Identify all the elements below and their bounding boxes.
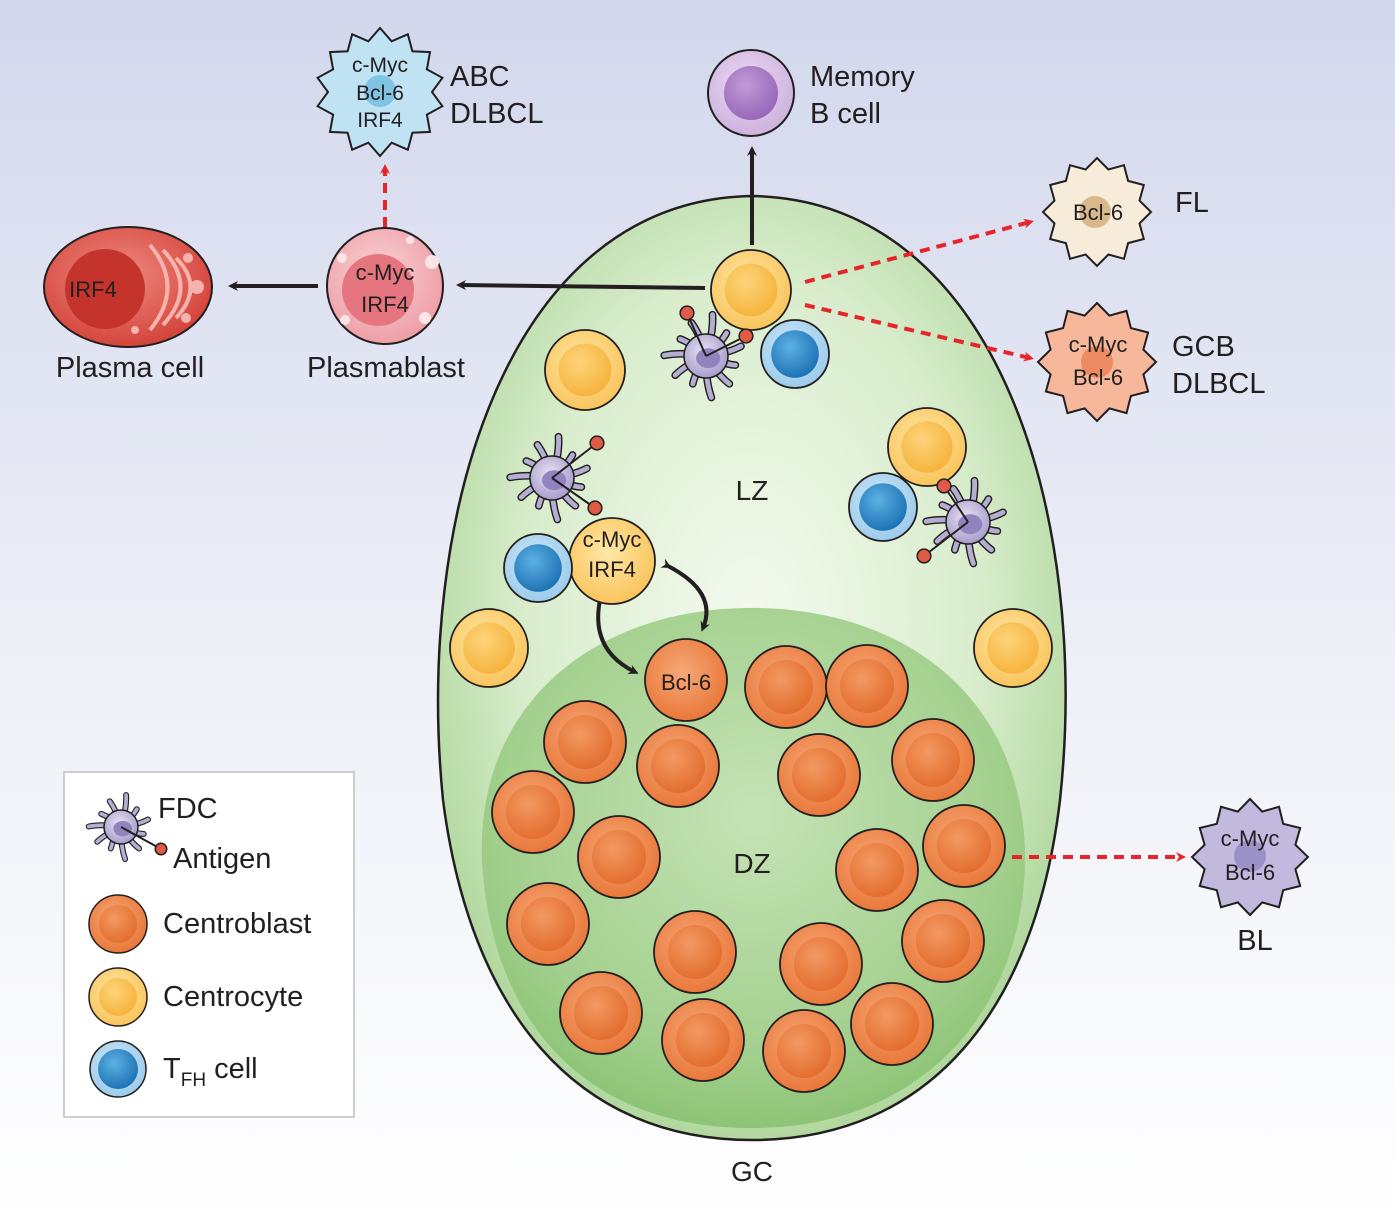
legend-tfh-label: TFH cell: [163, 1053, 258, 1091]
abc-cell-text-3: IRF4: [357, 109, 403, 132]
arrows-dashed: [380, 164, 1186, 862]
centroblast-12: [506, 882, 590, 966]
centroblast-15: [901, 899, 985, 983]
centroblast-2: [744, 645, 828, 729]
centroblast-3: [825, 644, 909, 728]
legend-fdc-shape: [85, 792, 168, 862]
fl-cell-text: Bcl-6: [1073, 200, 1123, 225]
fdc-right: [916, 476, 1007, 568]
legend: FDC Antigen Centroblast Centrocyte TFH c…: [63, 771, 355, 1118]
fdc-left: [506, 432, 605, 524]
arrow-to-plasmablast: [456, 280, 706, 291]
legend-centrocyte-label: Centrocyte: [163, 981, 303, 1013]
arrow-to-gcb: [804, 303, 1034, 362]
centroblast-7: [891, 718, 975, 802]
abc-cell-text-1: c-Myc: [352, 54, 408, 77]
tfh-cell-2: [848, 472, 918, 542]
centroblast-14: [779, 922, 863, 1006]
centrocyte-top: [710, 249, 792, 331]
bl-cell-text-2: Bcl-6: [1225, 860, 1275, 885]
legend-tfh-icon: [89, 1040, 147, 1098]
lz-cell-text-2: IRF4: [588, 557, 636, 582]
centroblast-16: [559, 971, 643, 1055]
gc-cells: [449, 249, 1053, 1093]
centroblast-10: [835, 828, 919, 912]
centroblast-8: [491, 770, 575, 854]
plasma-cell-label: Plasma cell: [56, 352, 204, 384]
plasmablast-label: Plasmablast: [307, 352, 465, 384]
lz-cell-text-1: c-Myc: [583, 527, 642, 552]
arrows-black: [228, 146, 757, 674]
arrow-lz-dz-left: [596, 593, 639, 674]
gcb-cell-text-2: Bcl-6: [1073, 365, 1123, 390]
tfh-cell-3: [503, 533, 573, 603]
abc-label-1: ABC: [450, 61, 510, 93]
arrow-to-fl: [804, 218, 1034, 284]
gcb-label-1: GCB: [1172, 331, 1235, 363]
fdc-layer: [506, 305, 1007, 568]
gcb-label-2: DLBCL: [1172, 368, 1266, 400]
arrow-lz-dz-right: [660, 558, 710, 632]
legend-fdc-label: FDC: [158, 793, 218, 825]
legend-centrocyte-icon: [88, 967, 148, 1027]
centroblast-19: [850, 982, 934, 1066]
dz-cell-text: Bcl-6: [661, 670, 711, 695]
legend-centroblast-icon: [88, 894, 148, 954]
plasma-cell: [43, 226, 213, 348]
zone-label-gc: GC: [731, 1156, 773, 1187]
plasmablast-text-2: IRF4: [361, 292, 409, 317]
centroblast-bcl6: [644, 638, 728, 722]
centroblast-6: [777, 733, 861, 817]
plasmablast-text-1: c-Myc: [356, 260, 415, 285]
bl-cell: [1190, 797, 1310, 917]
centrocyte-3: [887, 407, 967, 487]
legend-antigen-label: Antigen: [173, 843, 271, 875]
centroblast-11: [922, 804, 1006, 888]
plasma-cell-text: IRF4: [69, 277, 117, 302]
memory-label-1: Memory: [810, 61, 915, 93]
memory-label-2: B cell: [810, 98, 881, 130]
legend-fdc-icon: [85, 792, 168, 862]
memory-b-cell: [707, 49, 795, 137]
gcb-dlbcl-cell: [1036, 301, 1158, 423]
legend-centroblast-label: Centroblast: [163, 908, 311, 940]
tfh-cell-1: [760, 319, 830, 389]
bl-label: BL: [1237, 925, 1272, 957]
centrocyte-2: [544, 329, 626, 411]
centrocyte-5: [973, 608, 1053, 688]
centroblast-13: [653, 910, 737, 994]
fl-label: FL: [1175, 187, 1209, 219]
abc-cell-text-2: Bcl-6: [356, 82, 404, 105]
fl-cell: [1041, 156, 1153, 268]
centroblast-9: [577, 815, 661, 899]
abc-dlbcl-cell: [316, 26, 444, 158]
bl-cell-text-1: c-Myc: [1221, 826, 1280, 851]
centroblast-17: [661, 998, 745, 1082]
plasmablast-cell: [326, 227, 444, 345]
centroblast-5: [636, 724, 720, 808]
fdc-top: [660, 305, 754, 402]
zone-label-dz: DZ: [733, 848, 770, 879]
gcb-cell-text-1: c-Myc: [1069, 332, 1128, 357]
centroblast-4: [543, 700, 627, 784]
centroblast-18: [762, 1009, 846, 1093]
centrocyte-4: [449, 608, 529, 688]
abc-label-2: DLBCL: [450, 98, 544, 130]
zone-label-lz: LZ: [736, 475, 769, 506]
